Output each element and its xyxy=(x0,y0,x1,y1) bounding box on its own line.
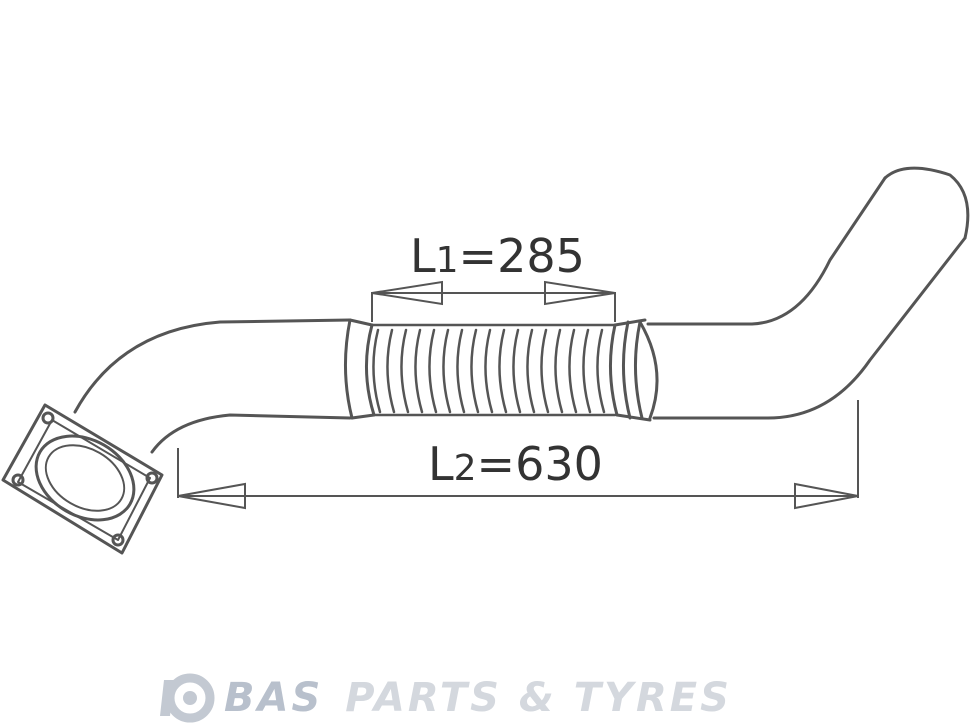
left-bend-pipe xyxy=(73,318,352,454)
dimension-l2-letter: L xyxy=(428,437,454,491)
flange-plate xyxy=(1,403,164,555)
flex-bellows xyxy=(370,323,617,417)
brand-name: BAS xyxy=(224,675,324,721)
brand-tagline: PARTS & TYRES xyxy=(345,675,732,721)
right-bend-pipe xyxy=(646,166,970,420)
dimension-l1-value: =285 xyxy=(459,229,585,283)
dimension-l2-label: L2=630 xyxy=(428,437,603,491)
bas-logo-icon xyxy=(160,673,215,723)
dimension-l1-sub: 1 xyxy=(436,240,459,281)
dimension-l1 xyxy=(371,280,616,322)
exhaust-pipe-diagram: L1=285 L2=630 xyxy=(1,166,970,555)
dimension-l1-letter: L xyxy=(410,229,436,283)
dimension-l2-sub: 2 xyxy=(454,448,477,489)
dimension-l2 xyxy=(177,400,859,510)
brand-watermark: BAS PARTS & TYRES xyxy=(160,670,860,726)
dimension-l1-label: L1=285 xyxy=(410,229,585,283)
dimension-l2-value: =630 xyxy=(477,437,603,491)
right-collar xyxy=(609,318,659,422)
left-collar xyxy=(344,318,376,420)
